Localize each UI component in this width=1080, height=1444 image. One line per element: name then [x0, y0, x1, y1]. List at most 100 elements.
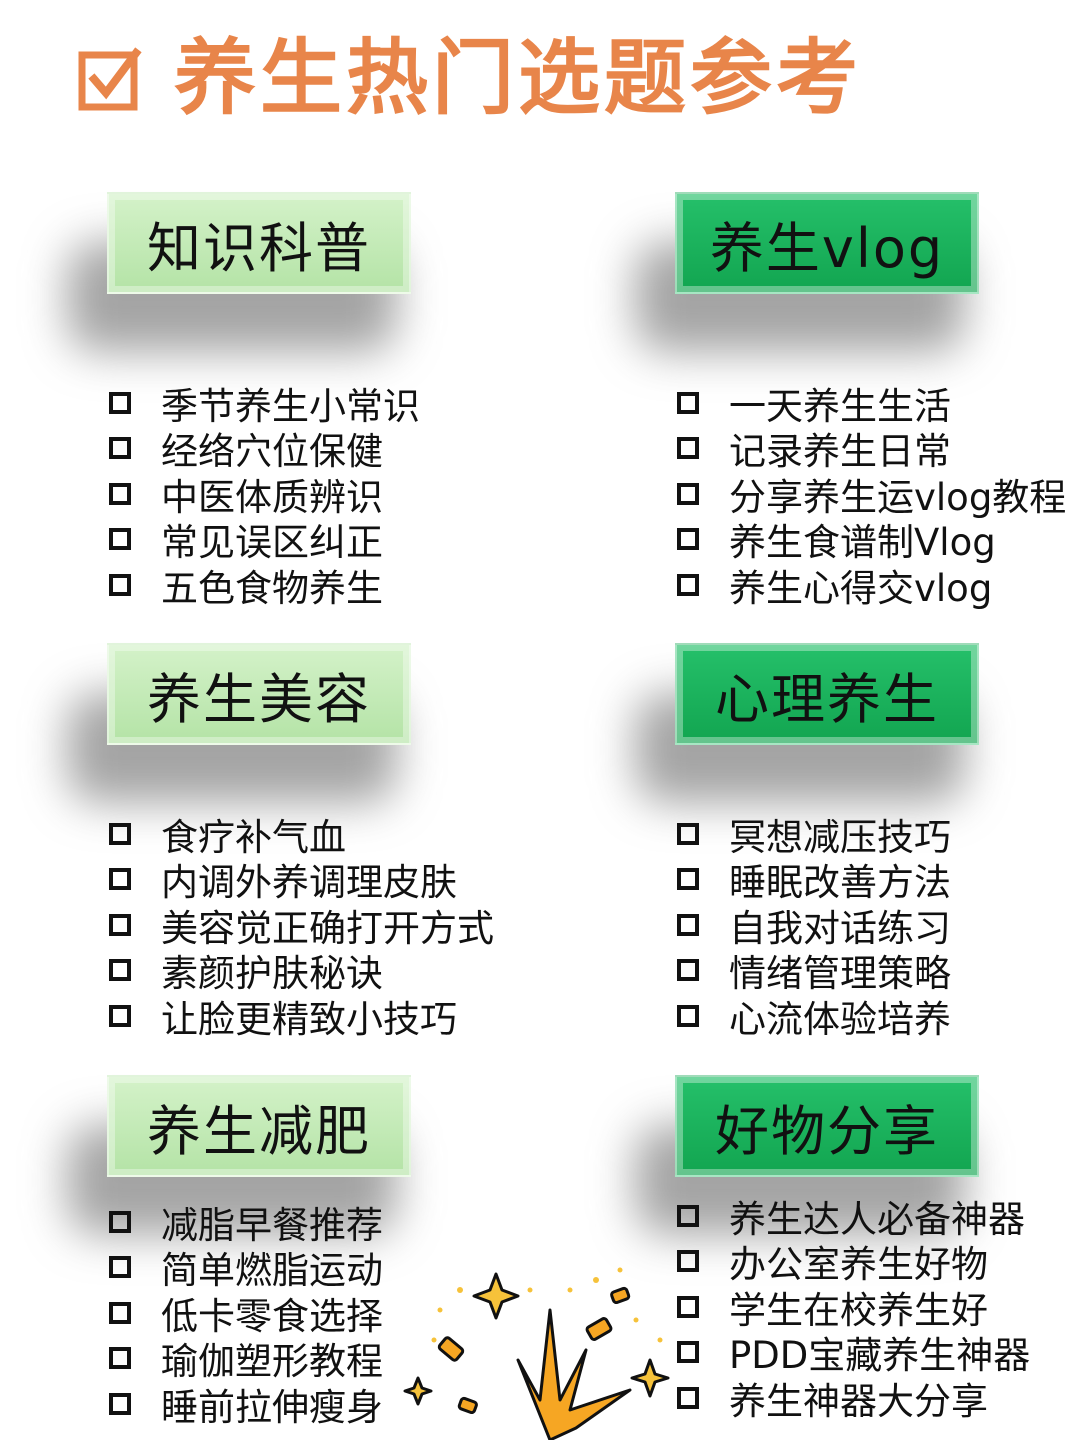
section-vlog: 养生vlog 一天养生生活 记录养生日常 分享养生运vlog教程 养生食谱制Vl… — [635, 192, 1066, 610]
section-header: 养生美容 — [107, 643, 411, 745]
checkbox-icon[interactable] — [109, 1256, 131, 1279]
checkbox-check-icon — [78, 47, 142, 111]
checkbox-icon[interactable] — [677, 822, 699, 845]
checkbox-icon[interactable] — [109, 1392, 131, 1415]
checkbox-icon[interactable] — [677, 959, 699, 982]
section-weight-loss: 养生减肥 减脂早餐推荐 简单燃脂运动 低卡零食选择 瑜伽塑形教程 睡前拉伸瘦身 — [67, 1075, 411, 1429]
list-item-label: 常见误区纠正 — [161, 521, 383, 565]
checkbox-icon[interactable] — [109, 822, 131, 845]
checkbox-icon[interactable] — [677, 1341, 699, 1364]
section-header: 养生减肥 — [107, 1075, 411, 1177]
checkbox-icon[interactable] — [677, 573, 699, 596]
list-item: 自我对话练习 — [675, 902, 951, 950]
list-item-label: 情绪管理策略 — [729, 952, 951, 996]
list-item-label: 睡眠改善方法 — [729, 861, 951, 905]
list-item-label: 素颜护肤秘诀 — [161, 952, 383, 996]
list-item-label: 养生达人必备神器 — [729, 1197, 1025, 1241]
list-item: 养生神器大分享 — [675, 1375, 1030, 1423]
list-item: 减脂早餐推荐 — [107, 1199, 383, 1247]
checkbox-icon[interactable] — [677, 1204, 699, 1227]
checkbox-icon[interactable] — [109, 391, 131, 414]
checkbox-icon[interactable] — [109, 573, 131, 596]
list-item-label: 办公室养生好物 — [729, 1243, 988, 1287]
page-title: 养生热门选题参考 — [78, 38, 862, 120]
section-good-products: 好物分享 养生达人必备神器 办公室养生好物 学生在校养生好 PDD宝藏养生神器 … — [635, 1075, 1030, 1423]
checkbox-icon[interactable] — [677, 1250, 699, 1273]
list-item-label: 心流体验培养 — [729, 997, 951, 1041]
list-item-label: 养生心得交vlog — [729, 566, 993, 610]
checkbox-icon[interactable] — [109, 1210, 131, 1233]
list-item-label: 减脂早餐推荐 — [161, 1203, 383, 1247]
section-header: 心理养生 — [675, 643, 979, 745]
list-item-label: 养生神器大分享 — [729, 1379, 988, 1423]
list-item: 情绪管理策略 — [675, 948, 951, 995]
list-item-label: 简单燃脂运动 — [161, 1249, 383, 1293]
list-item: 睡前拉伸瘦身 — [107, 1381, 383, 1429]
topic-list: 季节养生小常识 经络穴位保健 中医体质辨识 常见误区纠正 五色食物养生 — [107, 380, 420, 610]
list-item: 简单燃脂运动 — [107, 1245, 383, 1292]
list-item-label: 让脸更精致小技巧 — [161, 997, 457, 1041]
topic-list: 养生达人必备神器 办公室养生好物 学生在校养生好 PDD宝藏养生神器 养生神器大… — [675, 1193, 1030, 1423]
page-title-text: 养生热门选题参考 — [174, 31, 863, 126]
topic-list: 减脂早餐推荐 简单燃脂运动 低卡零食选择 瑜伽塑形教程 睡前拉伸瘦身 — [107, 1199, 383, 1429]
checkbox-icon[interactable] — [109, 1347, 131, 1370]
checkbox-icon[interactable] — [677, 1004, 699, 1027]
list-item: 心流体验培养 — [675, 993, 951, 1041]
checkbox-icon[interactable] — [109, 437, 131, 460]
list-item-label: 季节养生小常识 — [161, 384, 420, 428]
list-item: 养生达人必备神器 — [675, 1193, 1030, 1241]
checkbox-icon[interactable] — [677, 913, 699, 936]
topic-list: 食疗补气血 内调外养调理皮肤 美容觉正确打开方式 素颜护肤秘诀 让脸更精致小技巧 — [107, 811, 494, 1041]
section-header: 知识科普 — [107, 192, 411, 294]
list-item-label: 记录养生日常 — [729, 430, 951, 474]
checkbox-icon[interactable] — [677, 528, 699, 551]
list-item: 素颜护肤秘诀 — [107, 948, 494, 995]
list-item: 分享养生运vlog教程 — [675, 471, 1066, 519]
checkbox-icon[interactable] — [677, 437, 699, 460]
section-header: 好物分享 — [675, 1075, 979, 1177]
checkbox-icon[interactable] — [109, 959, 131, 982]
list-item: 季节养生小常识 — [107, 380, 420, 428]
checkbox-icon[interactable] — [109, 913, 131, 936]
checkbox-icon[interactable] — [109, 1301, 131, 1324]
list-item-label: 内调外养调理皮肤 — [161, 861, 457, 905]
checkbox-icon[interactable] — [677, 391, 699, 414]
list-item: 养生心得交vlog — [675, 562, 1066, 610]
list-item: 食疗补气血 — [107, 811, 494, 859]
list-item: 美容觉正确打开方式 — [107, 902, 494, 950]
section-header: 养生vlog — [675, 192, 979, 294]
list-item-label: 自我对话练习 — [729, 906, 951, 950]
list-item: 睡眠改善方法 — [675, 857, 951, 904]
list-item: 瑜伽塑形教程 — [107, 1336, 383, 1383]
checkbox-icon[interactable] — [677, 1295, 699, 1318]
list-item: 养生食谱制Vlog — [675, 517, 1066, 564]
list-item-label: 中医体质辨识 — [161, 475, 383, 519]
checkbox-icon[interactable] — [109, 528, 131, 551]
list-item-label: 五色食物养生 — [161, 566, 383, 610]
list-item: 低卡零食选择 — [107, 1290, 383, 1338]
list-item: 中医体质辨识 — [107, 471, 420, 519]
section-mental: 心理养生 冥想减压技巧 睡眠改善方法 自我对话练习 情绪管理策略 心流体验培养 — [635, 643, 979, 1041]
list-item: 记录养生日常 — [675, 426, 1066, 473]
list-item: PDD宝藏养生神器 — [675, 1330, 1030, 1377]
list-item: 一天养生生活 — [675, 380, 1066, 428]
checkbox-icon[interactable] — [677, 868, 699, 891]
topic-list: 冥想减压技巧 睡眠改善方法 自我对话练习 情绪管理策略 心流体验培养 — [675, 811, 951, 1041]
checkbox-icon[interactable] — [109, 868, 131, 891]
list-item: 学生在校养生好 — [675, 1284, 1030, 1332]
list-item: 让脸更精致小技巧 — [107, 993, 494, 1041]
section-knowledge: 知识科普 季节养生小常识 经络穴位保健 中医体质辨识 常见误区纠正 五色食物养生 — [67, 192, 420, 610]
checkbox-icon[interactable] — [109, 482, 131, 505]
topic-list: 一天养生生活 记录养生日常 分享养生运vlog教程 养生食谱制Vlog 养生心得… — [675, 380, 1066, 610]
checkbox-icon[interactable] — [677, 482, 699, 505]
list-item-label: 睡前拉伸瘦身 — [161, 1385, 383, 1429]
list-item: 内调外养调理皮肤 — [107, 857, 494, 904]
section-beauty: 养生美容 食疗补气血 内调外养调理皮肤 美容觉正确打开方式 素颜护肤秘诀 让脸更… — [67, 643, 494, 1041]
checkbox-icon[interactable] — [109, 1004, 131, 1027]
list-item-label: 养生食谱制Vlog — [729, 521, 996, 565]
list-item: 冥想减压技巧 — [675, 811, 951, 859]
checkbox-icon[interactable] — [677, 1386, 699, 1409]
list-item-label: 学生在校养生好 — [729, 1288, 988, 1332]
sparkle-burst-icon — [400, 1250, 700, 1442]
list-item-label: 食疗补气血 — [161, 815, 346, 859]
